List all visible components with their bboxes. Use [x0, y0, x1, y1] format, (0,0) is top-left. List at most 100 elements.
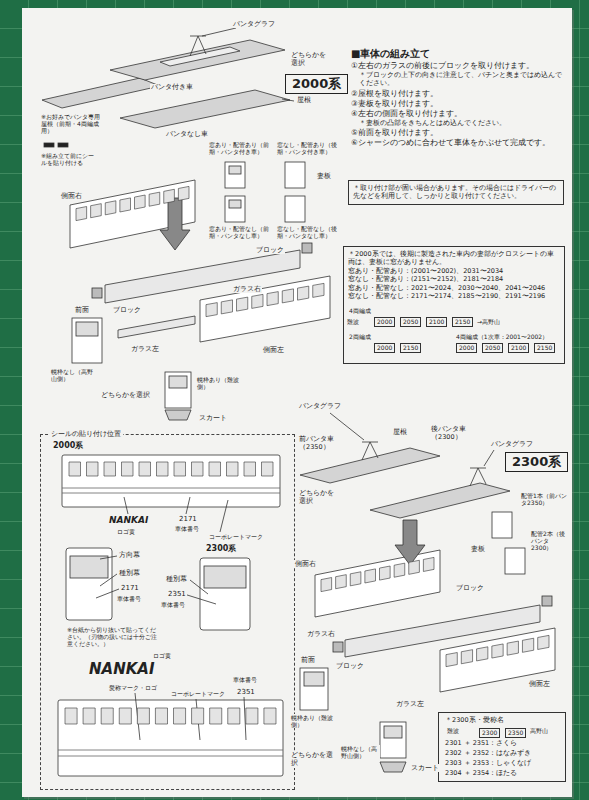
roof-raised	[160, 47, 240, 66]
node-text: 窓なし・配管なし：2171〜2174、2185〜2190、2191〜2196	[348, 292, 560, 300]
part-label: 難波	[446, 727, 460, 734]
part-label: 窓なし・配管なし（後期・パンタなし車）	[276, 226, 342, 239]
part-label: ブロック	[112, 306, 142, 314]
car-box: 2000	[374, 317, 395, 327]
window	[178, 186, 189, 200]
window	[104, 462, 116, 476]
window	[119, 708, 131, 724]
car-front-2000	[66, 548, 112, 620]
part-label: 窓あり・配管あり（前期・パンタ付き車）	[208, 142, 274, 155]
part-label: 窓なし・配管あり（後期・パンタ付き車）	[276, 142, 342, 155]
node-text: 2150	[455, 318, 470, 326]
node-text: 2000	[459, 344, 474, 352]
roof-rear-panta	[370, 483, 510, 518]
node-text: 2302 ＋ 2352：はなみずき	[443, 749, 533, 757]
roof-option	[42, 78, 160, 108]
part-label: 前パンタ車（2350）	[298, 436, 346, 452]
car-box: 2100	[508, 343, 529, 353]
part-label: 方向幕	[118, 552, 141, 560]
front-window	[169, 376, 187, 388]
car-box: 2050	[400, 317, 421, 327]
block	[92, 288, 102, 298]
window	[105, 201, 116, 215]
window	[209, 462, 221, 476]
part-label: ＊ブロックの上下の向きに注意して、パチンと奥まではめ込んでください。	[358, 71, 567, 88]
node-text: 2050	[485, 344, 500, 352]
part-label: ガラス左	[395, 700, 425, 708]
window	[246, 708, 258, 724]
end-panel	[285, 162, 305, 188]
part-label: 種別幕	[165, 576, 188, 584]
window	[227, 462, 239, 476]
node-text: ＊2300系・愛称名	[443, 716, 506, 724]
part-label: コーポレートマーク	[170, 690, 226, 697]
end-panel	[492, 512, 512, 538]
stripe	[62, 493, 280, 494]
part-label: ガラス右	[306, 630, 336, 638]
pantograph	[470, 468, 486, 469]
leader-line	[100, 574, 117, 586]
paper-sheet	[22, 8, 572, 797]
part-label: 車体番号	[116, 595, 142, 602]
part-label: 車体番号	[160, 601, 186, 608]
part-label: 幌枠なし（高野山側）	[50, 368, 96, 382]
sticker-region: シールの貼り付け位置	[40, 434, 295, 790]
node-text: 2000	[377, 318, 392, 326]
skirt	[380, 762, 406, 772]
window	[192, 708, 204, 724]
node-text: 2050	[403, 318, 418, 326]
part-label: ※台紙から切り抜いて貼ってください。（刃物の扱いには十分ご注意ください。）	[66, 626, 163, 648]
window	[409, 560, 420, 574]
note-box: ＊取り付け部が固い場合があります。その場合にはドライバーの先などを利用して、しっ…	[348, 180, 564, 205]
leader-line	[184, 594, 216, 604]
part-label: 4両編成（1次車：2001〜2002）	[455, 333, 549, 340]
note-box: ＊2300系・愛称名 2301 ＋ 2351：さくら 2302 ＋ 2352：はなみ…	[438, 712, 566, 782]
part-label: →高野山	[476, 318, 501, 325]
part-label: 窓あり・配管なし（前期・パンタなし車）	[208, 226, 274, 239]
part-label: ガラス左	[130, 345, 160, 353]
window	[492, 644, 503, 658]
end-window	[229, 200, 241, 208]
window	[321, 578, 332, 592]
node-text: 2100	[429, 318, 444, 326]
part-label: NANKAI	[88, 660, 156, 678]
car-side-2300	[58, 700, 283, 776]
window	[262, 462, 274, 476]
leader-line	[100, 556, 117, 559]
node-text: 2304 ＋ 2354：ほたる	[443, 769, 519, 777]
part-label: ブロック	[255, 246, 285, 254]
front-face	[300, 668, 328, 710]
front-window	[76, 322, 98, 336]
part-label: ③妻板を取り付けます。	[350, 99, 567, 108]
node-text: 2150	[537, 344, 552, 352]
part-label: 2171	[120, 584, 140, 592]
leader-line	[202, 28, 236, 36]
end-panel	[285, 196, 305, 222]
part-label: ■車体の組み立て	[350, 48, 431, 60]
part-label: ＊妻板の凸部をきちんとはめ込んでください。	[358, 119, 567, 127]
part-label: ロゴ黄	[116, 528, 136, 535]
part-label: 2両編成	[348, 333, 372, 340]
window	[149, 192, 160, 206]
part-label: ⑤前面を取り付けます。	[350, 128, 567, 137]
part-label: 側面右	[60, 192, 83, 200]
window	[298, 286, 309, 300]
part-label: どちらかを選択	[298, 490, 340, 506]
leader-line	[220, 500, 228, 532]
pantograph	[470, 468, 486, 486]
part-label: コーポレートマーク	[208, 533, 264, 540]
window	[313, 283, 324, 297]
window	[538, 635, 549, 649]
part-label: 2351	[236, 688, 256, 696]
part-label: 高野山	[529, 727, 549, 734]
part-label: パンタなし車	[165, 131, 209, 139]
front-face	[72, 318, 102, 363]
node-text: シールの貼り付け位置	[49, 429, 123, 439]
window	[101, 708, 113, 724]
node-text: 2301 ＋ 2351：さくら	[443, 739, 519, 747]
window	[192, 462, 204, 476]
series-header: 2000系	[285, 74, 348, 94]
note-box: ＊2000系では、後期に製造された車内の妻部がクロスシートの車両は、妻板に窓があ…	[343, 246, 565, 364]
